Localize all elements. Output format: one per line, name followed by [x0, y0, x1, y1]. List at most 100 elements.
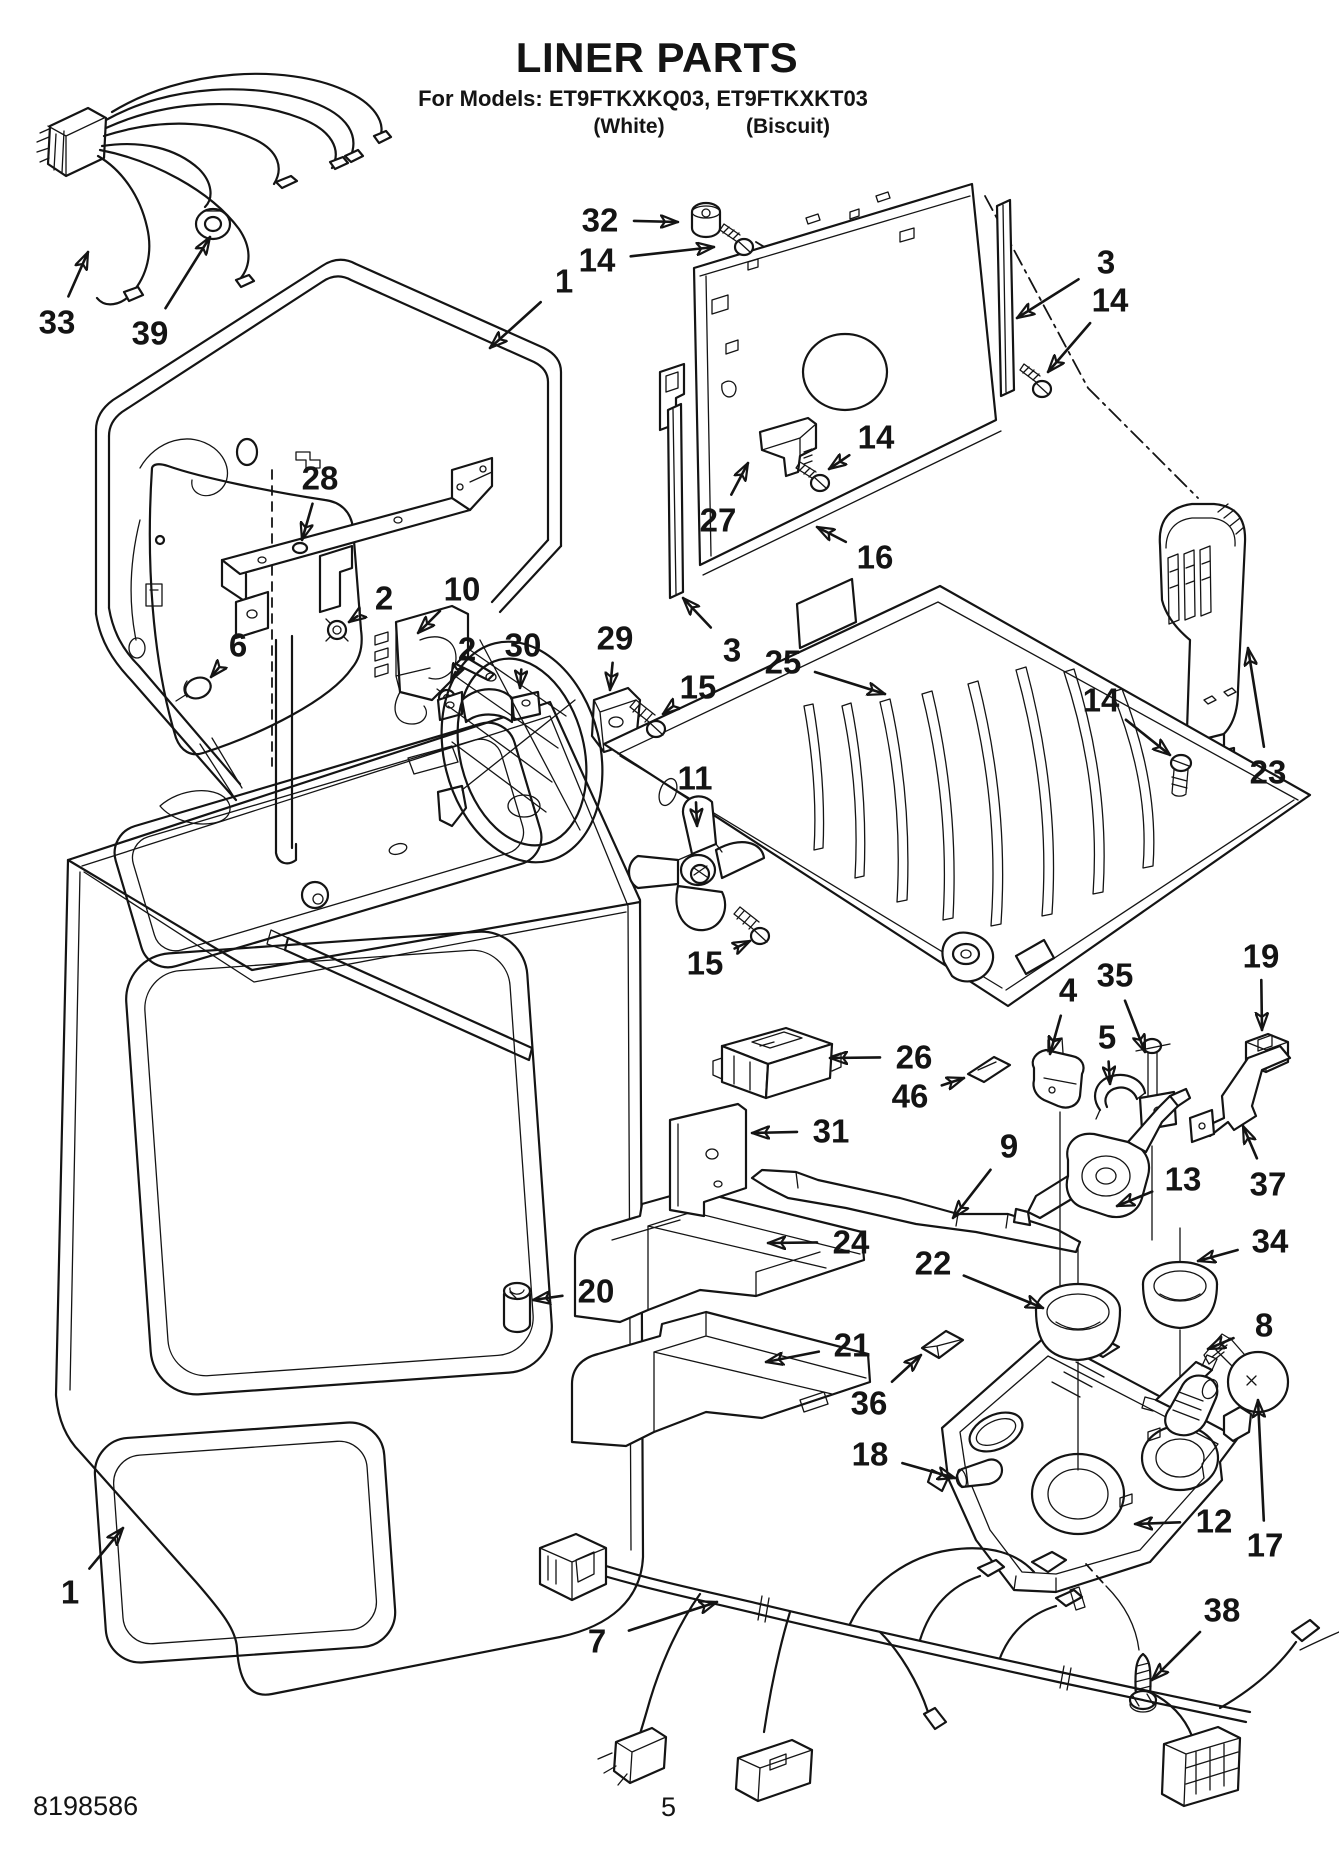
part-5-clip-art — [1094, 1073, 1147, 1120]
callout-arrow-10-12 — [416, 609, 442, 635]
callout-arrow-12-42 — [1133, 1522, 1182, 1524]
part-31-cover-plate-art — [668, 1102, 748, 1218]
part-label-14-6: 14 — [1091, 281, 1129, 319]
part-label-10-12: 10 — [443, 570, 481, 608]
part-label-31-30: 31 — [812, 1112, 850, 1150]
page-number: 5 — [661, 1792, 677, 1822]
part-label-6-19: 6 — [228, 626, 248, 664]
part-label-37-33: 37 — [1249, 1165, 1287, 1203]
part-7-wiring-harness-art — [538, 1532, 1339, 1808]
callout-arrow-36-40 — [890, 1353, 923, 1383]
part-label-4-24: 4 — [1058, 971, 1078, 1009]
callout-arrow-8-36 — [1206, 1338, 1235, 1351]
part-label-35-25: 35 — [1096, 956, 1134, 994]
part-label-23-22: 23 — [1249, 753, 1287, 791]
part-1-upper-shell-art — [94, 258, 563, 802]
callout-arrow-22-35 — [962, 1274, 1045, 1310]
callout-arrow-1-46 — [88, 1526, 125, 1570]
callout-arrow-29-15 — [610, 661, 613, 692]
part-20-bushing-art — [502, 1281, 532, 1334]
callout-arrow-3-16 — [681, 596, 713, 629]
callout-arrow-16-10 — [815, 525, 848, 544]
callout-arrow-9-31 — [951, 1168, 992, 1220]
callout-arrow-32-2 — [632, 221, 680, 222]
part-37-bracket-art — [1188, 1044, 1292, 1144]
part-label-32-2: 32 — [581, 201, 619, 239]
part-label-39-1: 39 — [131, 314, 169, 352]
part-label-18-41: 18 — [851, 1435, 889, 1473]
part-label-1-46: 1 — [60, 1573, 80, 1611]
part-15-screws-art — [629, 699, 771, 946]
callout-arrow-37-33 — [1241, 1124, 1259, 1160]
part-21-foam-duct-art — [570, 1310, 872, 1448]
callout-arrow-26-28 — [828, 1057, 882, 1058]
part-label-25-18: 25 — [764, 643, 802, 681]
callout-arrow-4-24 — [1050, 1014, 1063, 1056]
part-28-bracket-art — [220, 456, 494, 865]
part-46-plate-art — [966, 1055, 1012, 1084]
part-1-liner-box-art — [54, 700, 645, 1696]
part-label-2-11: 2 — [374, 579, 394, 617]
callout-arrow-14-21 — [1124, 718, 1172, 757]
part-label-13-32: 13 — [1164, 1160, 1202, 1198]
callout-arrows — [67, 221, 1266, 1682]
callout-arrow-11-20 — [696, 801, 697, 828]
callout-arrow-23-22 — [1248, 646, 1266, 749]
part-label-8-36: 8 — [1254, 1306, 1274, 1344]
part-label-12-42: 12 — [1195, 1502, 1233, 1540]
part-label-30-14: 30 — [504, 626, 542, 664]
part-label-14-3: 14 — [578, 241, 616, 279]
part-label-2-13: 2 — [457, 630, 477, 668]
callout-arrow-21-38 — [764, 1350, 821, 1362]
document-number: 8198586 — [33, 1791, 139, 1821]
part-16-partition-panel-art — [658, 182, 1199, 600]
callout-arrow-19-26 — [1261, 978, 1262, 1032]
part-26-control-box-art — [712, 1026, 842, 1100]
callout-arrow-46-29 — [940, 1078, 966, 1085]
callout-arrow-24-37 — [766, 1242, 819, 1243]
part-label-36-40: 36 — [850, 1384, 888, 1422]
part-9-trim-strip-art — [750, 1168, 1082, 1254]
callout-arrow-7-45 — [627, 1602, 719, 1632]
part-label-33-0: 33 — [38, 303, 76, 341]
callout-arrow-14-9 — [827, 455, 851, 471]
part-label-17-43: 17 — [1246, 1526, 1284, 1564]
part-36-shield-art — [920, 1329, 965, 1360]
callout-arrow-1-4 — [488, 300, 543, 350]
part-34-lens-cup-art — [1141, 1260, 1219, 1330]
part-label-34-34: 34 — [1251, 1222, 1289, 1260]
part-33-39-wire-harness-art — [36, 72, 393, 306]
part-label-27-8: 27 — [699, 501, 737, 539]
part-label-3-5: 3 — [1096, 243, 1116, 281]
part-25-evaporator-cover-art — [602, 577, 1312, 1008]
callout-arrow-2-13 — [449, 672, 456, 683]
part-label-21-38: 21 — [833, 1326, 871, 1364]
callout-arrow-35-25 — [1123, 999, 1147, 1054]
part-label-46-29: 46 — [891, 1077, 929, 1115]
callout-arrow-3-5 — [1015, 277, 1080, 320]
callout-arrow-15-17 — [661, 707, 673, 716]
color-label-white: (White) — [593, 115, 665, 138]
callout-arrow-39-1 — [164, 235, 212, 310]
callout-arrow-20-39 — [531, 1296, 564, 1300]
callout-arrow-38-44 — [1150, 1630, 1202, 1682]
part-label-28-7: 28 — [301, 459, 339, 497]
part-38-screw-art — [1128, 1652, 1158, 1713]
callout-arrow-34-34 — [1196, 1248, 1239, 1261]
part-label-14-21: 14 — [1082, 681, 1120, 719]
part-label-1-4: 1 — [554, 262, 574, 300]
callout-arrow-5-27 — [1109, 1060, 1110, 1086]
callout-arrow-17-43 — [1258, 1398, 1264, 1522]
part-label-7-45: 7 — [587, 1622, 607, 1660]
part-label-14-9: 14 — [857, 418, 895, 456]
page-title: LINER PARTS — [515, 34, 799, 81]
part-label-20-39: 20 — [577, 1272, 615, 1310]
part-18-lamp-art — [955, 1458, 1004, 1489]
part-label-24-37: 24 — [832, 1223, 870, 1261]
callout-arrow-18-41 — [901, 1461, 957, 1478]
callout-arrow-33-0 — [67, 250, 90, 298]
callout-arrow-6-19 — [209, 668, 218, 679]
part-label-5-27: 5 — [1097, 1018, 1117, 1056]
callout-arrow-13-32 — [1115, 1190, 1154, 1208]
part-label-15-17: 15 — [679, 668, 717, 706]
